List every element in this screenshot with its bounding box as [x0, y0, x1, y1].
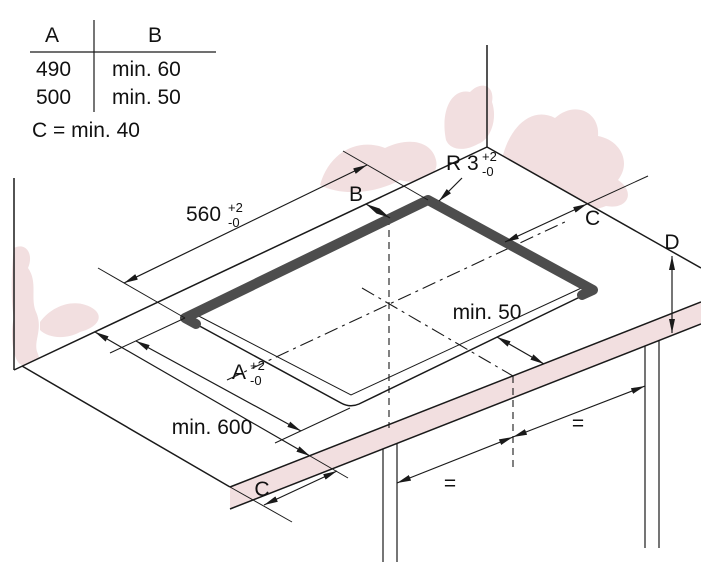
wall-blob-left [11, 246, 39, 367]
wall-blob-back-left [40, 303, 99, 338]
extension-line [229, 486, 293, 523]
depth-centerline [361, 287, 514, 377]
extension-line [586, 175, 649, 205]
dimension-line [496, 336, 545, 365]
table-cell-a1: 490 [36, 58, 71, 81]
dim-worktop-thickness: D [664, 231, 680, 333]
dimension-line [123, 164, 368, 284]
table-header-b: B [148, 24, 162, 47]
worktop-front-edge [229, 301, 701, 488]
side-clearance-top-label: C [585, 207, 600, 230]
equal-dimension-right [512, 385, 646, 438]
cutout-width-tol-plus: +2 [228, 200, 243, 215]
dim-corner-radius: R 3 +2 -0 [438, 149, 497, 202]
dim-side-clearance-bottom: C [229, 470, 338, 523]
table-header-a: A [45, 24, 59, 47]
dim-side-clearance-top: C [504, 175, 649, 243]
right-wall-junction [486, 146, 701, 269]
corner-radius-tol-plus: +2 [482, 149, 497, 164]
dimension-line [504, 203, 588, 243]
rear-clearance-label: B [349, 183, 363, 206]
cutout-width-label: 560 [186, 203, 221, 226]
leader-line [438, 177, 463, 202]
extension-line [97, 267, 186, 319]
side-clearance-bottom-label: C [254, 478, 269, 501]
dimension-line [263, 470, 338, 506]
dimension-line [365, 203, 391, 219]
cutout-width-tol-minus: -0 [228, 215, 240, 230]
front-clearance-label: min. 50 [453, 301, 522, 324]
dimension-table: A B 490 min. 60 500 min. 50 C = min. 40 [30, 20, 216, 142]
equal-dimension-left [396, 436, 514, 484]
equal-mark-left: = [444, 472, 456, 495]
corner-radius-tol-minus: -0 [482, 164, 494, 179]
dim-rear-clearance: B [349, 183, 391, 219]
worktop-front-face [230, 302, 701, 509]
table-cell-b1: min. 60 [112, 58, 181, 81]
corner-radius-label: R 3 [446, 152, 479, 175]
cutout-depth-tol-plus: +2 [250, 358, 265, 373]
table-note-c: C = min. 40 [32, 119, 140, 142]
worktop-depth-label: min. 600 [172, 416, 253, 439]
extension-line [309, 455, 349, 479]
table-cell-b2: min. 50 [112, 86, 181, 109]
dim-front-clearance: min. 50 [453, 301, 545, 365]
equal-mark-right: = [572, 412, 584, 435]
dim-worktop-depth: min. 600 [94, 331, 349, 479]
dimension-line [94, 331, 311, 457]
dim-cutout-width: 560 +2 -0 [97, 150, 429, 319]
worktop-thickness-label: D [664, 231, 679, 254]
equal-spacing: = = [396, 385, 646, 495]
table-cell-a2: 500 [36, 86, 71, 109]
wall-blob-corner [444, 85, 495, 149]
extension-line [342, 150, 429, 201]
cutout-depth-tol-minus: -0 [250, 373, 262, 388]
cutout-depth-label: A [232, 361, 246, 384]
